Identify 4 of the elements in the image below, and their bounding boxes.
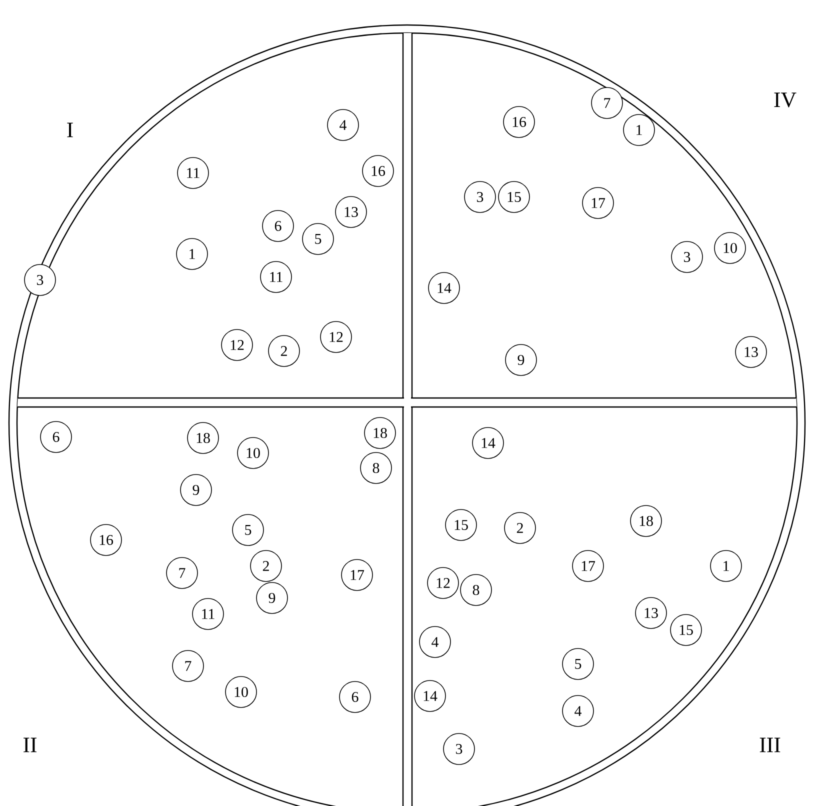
quadrant-label: IV [774, 92, 796, 108]
quadrant-label: I [67, 122, 73, 138]
quadrant-label: II [24, 738, 37, 752]
quadrant-label: III [760, 738, 780, 752]
